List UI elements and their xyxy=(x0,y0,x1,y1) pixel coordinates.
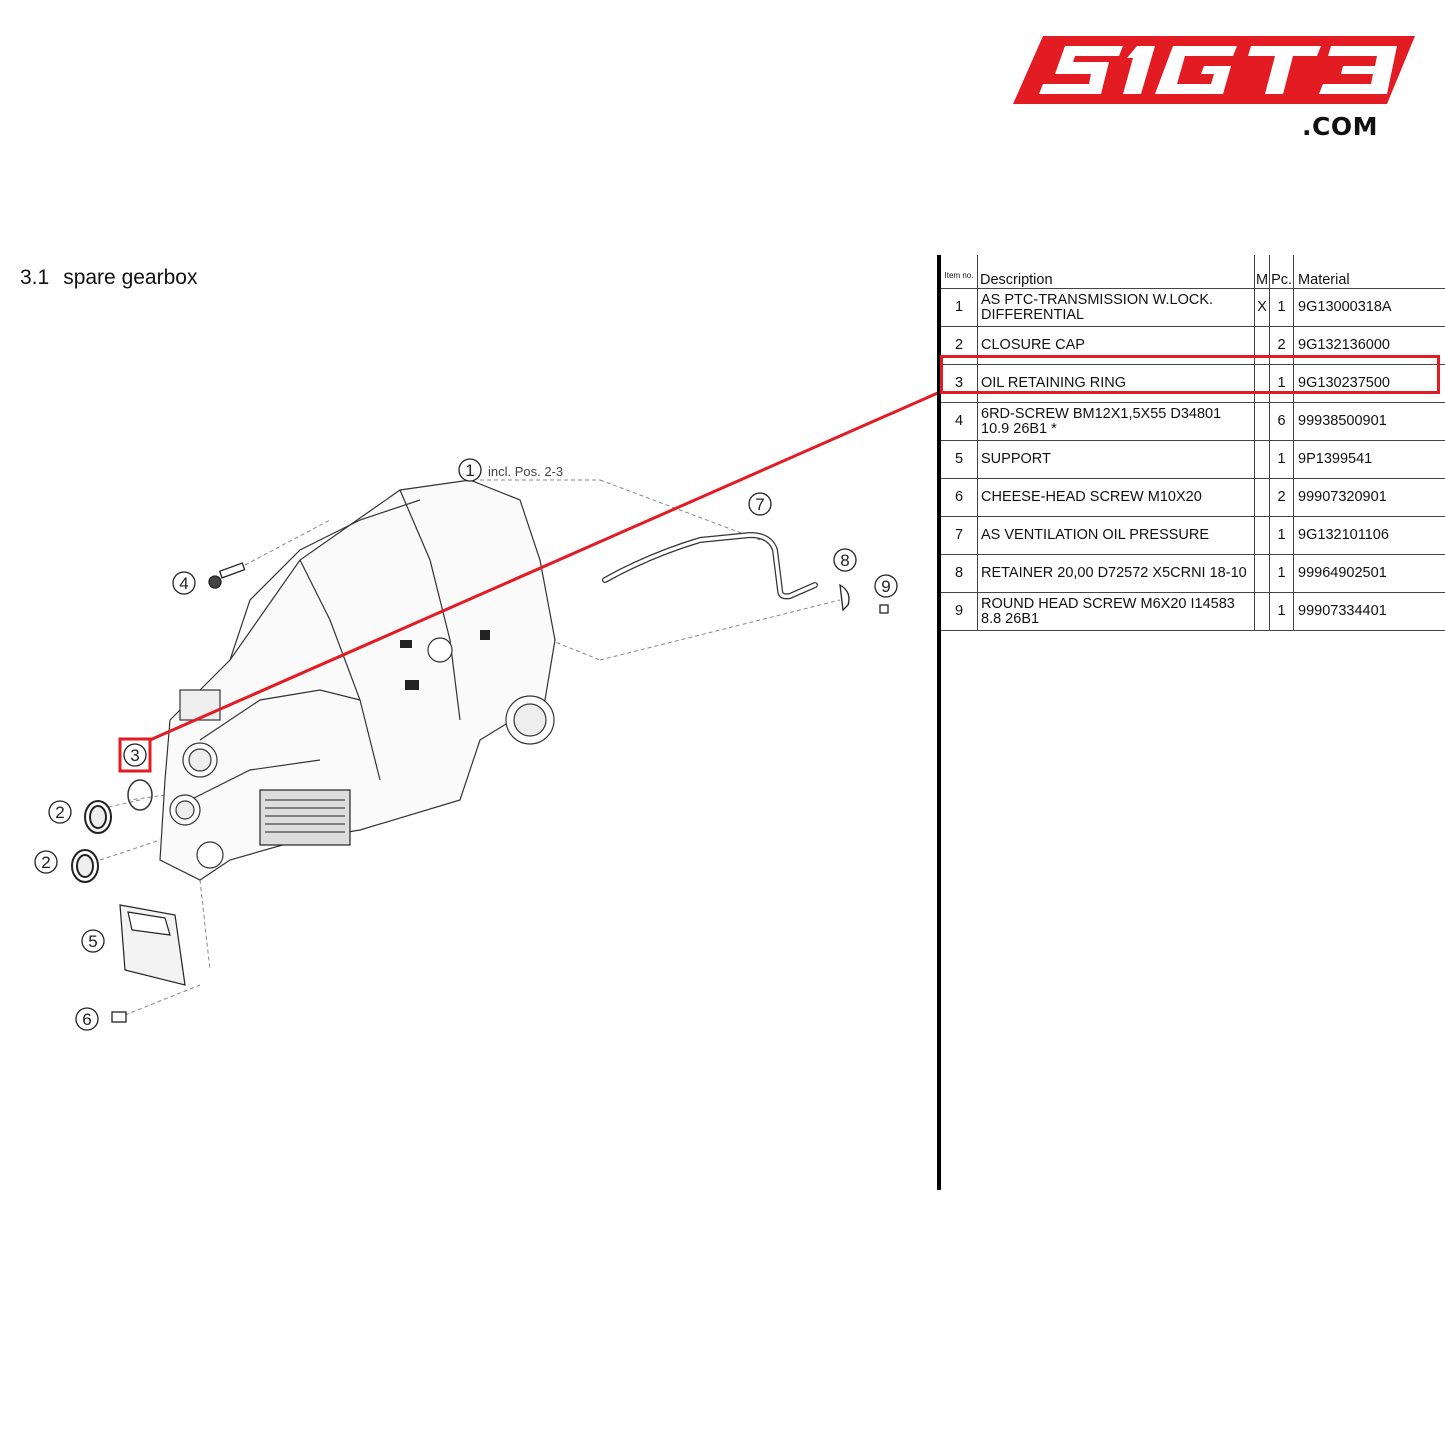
cell-description: RETAINER 20,00 D72572 X5CRNI 18-10 xyxy=(977,554,1255,593)
table-header-row: Item no. Description M Pc. Material xyxy=(941,255,1445,289)
header-m: M xyxy=(1253,255,1270,289)
callout-2-upper: 2 xyxy=(48,800,72,824)
cell-m: X xyxy=(1253,288,1270,327)
callout-1: 1 incl. Pos. 2-3 xyxy=(458,458,563,482)
table-row-highlighted[interactable]: 3 OIL RETAINING RING 1 9G130237500 xyxy=(941,364,1445,403)
part-screw-4 xyxy=(208,562,246,589)
table-row[interactable]: 6 CHEESE-HEAD SCREW M10X20 2 99907320901 xyxy=(941,478,1445,517)
cell-material: 99938500901 xyxy=(1293,402,1445,441)
cell-material: 99907334401 xyxy=(1293,592,1445,631)
table-row[interactable]: 1 AS PTC-TRANSMISSION W.LOCK. DIFFERENTI… xyxy=(941,288,1445,327)
cell-material: 9G130237500 xyxy=(1293,364,1445,403)
part-retainer-8 xyxy=(839,583,850,612)
cell-item: 3 xyxy=(941,364,978,403)
cell-material: 99907320901 xyxy=(1293,478,1445,517)
table-row[interactable]: 8 RETAINER 20,00 D72572 X5CRNI 18-10 1 9… xyxy=(941,554,1445,593)
gearbox-exploded-diagram: 1 incl. Pos. 2-3 2 2 3 4 5 6 7 xyxy=(34,390,940,1031)
cell-pc: 1 xyxy=(1269,288,1294,327)
cell-item: 4 xyxy=(941,402,978,441)
section-heading: 3.1 spare gearbox xyxy=(20,266,197,290)
callout-3: 3 xyxy=(123,743,147,767)
cell-pc: 2 xyxy=(1269,478,1294,517)
callout-5: 5 xyxy=(81,929,105,953)
svg-text:3: 3 xyxy=(130,746,139,765)
callout-6: 6 xyxy=(75,1007,99,1031)
cell-pc: 2 xyxy=(1269,326,1294,365)
callout-9: 9 xyxy=(874,574,898,598)
cell-m xyxy=(1253,402,1270,441)
part-screw-9 xyxy=(879,604,889,614)
cell-material: 99964902501 xyxy=(1293,554,1445,593)
callout-1-note: incl. Pos. 2-3 xyxy=(488,464,563,479)
cell-description: 6RD-SCREW BM12X1,5X55 D34801 10.9 26B1 * xyxy=(977,402,1255,441)
header-description: Description xyxy=(977,255,1255,289)
parts-table: Item no. Description M Pc. Material 1 AS… xyxy=(941,255,1445,631)
cell-pc: 1 xyxy=(1269,440,1294,479)
part-support-5 xyxy=(119,904,186,986)
cell-pc: 1 xyxy=(1269,554,1294,593)
cell-item: 7 xyxy=(941,516,978,555)
table-row[interactable]: 7 AS VENTILATION OIL PRESSURE 1 9G132101… xyxy=(941,516,1445,555)
cell-material: 9G13000318A xyxy=(1293,288,1445,327)
table-row[interactable]: 4 6RD-SCREW BM12X1,5X55 D34801 10.9 26B1… xyxy=(941,402,1445,441)
svg-text:4: 4 xyxy=(179,574,188,593)
cell-item: 5 xyxy=(941,440,978,479)
svg-text:2: 2 xyxy=(41,853,50,872)
callout-4: 4 xyxy=(172,571,196,595)
cell-material: 9G132136000 xyxy=(1293,326,1445,365)
cell-description: SUPPORT xyxy=(977,440,1255,479)
section-number: 3.1 xyxy=(20,266,50,289)
cell-item: 8 xyxy=(941,554,978,593)
callout-7: 7 xyxy=(748,492,772,516)
cell-pc: 1 xyxy=(1269,516,1294,555)
part-oil-retaining-ring-3 xyxy=(127,779,153,811)
callout-8: 8 xyxy=(833,548,857,572)
cell-material: 9G132101106 xyxy=(1293,516,1445,555)
section-title: spare gearbox xyxy=(63,266,198,289)
table-left-rule xyxy=(937,255,941,1190)
cell-material: 9P1399541 xyxy=(1293,440,1445,479)
table-row[interactable]: 9 ROUND HEAD SCREW M6X20 I14583 8.8 26B1… xyxy=(941,592,1445,631)
sigt3-logo xyxy=(1013,36,1415,104)
cell-description: ROUND HEAD SCREW M6X20 I14583 8.8 26B1 xyxy=(977,592,1255,631)
cell-item: 2 xyxy=(941,326,978,365)
svg-text:8: 8 xyxy=(840,551,849,570)
cell-pc: 1 xyxy=(1269,592,1294,631)
cell-m xyxy=(1253,554,1270,593)
svg-text:7: 7 xyxy=(755,495,764,514)
part-screw-6 xyxy=(111,1011,127,1023)
cell-description: OIL RETAINING RING xyxy=(977,364,1255,403)
cell-item: 1 xyxy=(941,288,978,327)
cell-m xyxy=(1253,440,1270,479)
cell-description: CLOSURE CAP xyxy=(977,326,1255,365)
callout-2-lower: 2 xyxy=(34,850,58,874)
header-item-no: Item no. xyxy=(941,255,978,289)
svg-text:1: 1 xyxy=(465,461,474,480)
cell-pc: 6 xyxy=(1269,402,1294,441)
cell-item: 6 xyxy=(941,478,978,517)
logo-domain-suffix: .COM xyxy=(1302,112,1378,141)
svg-text:9: 9 xyxy=(881,577,890,596)
cell-pc: 1 xyxy=(1269,364,1294,403)
cell-m xyxy=(1253,516,1270,555)
table-row[interactable]: 2 CLOSURE CAP 2 9G132136000 xyxy=(941,326,1445,365)
svg-text:6: 6 xyxy=(82,1010,91,1029)
table-row[interactable]: 5 SUPPORT 1 9P1399541 xyxy=(941,440,1445,479)
gearbox-housing xyxy=(159,479,556,881)
cell-description: AS PTC-TRANSMISSION W.LOCK. DIFFERENTIAL xyxy=(977,288,1255,327)
header-material: Material xyxy=(1293,255,1445,289)
cell-description: CHEESE-HEAD SCREW M10X20 xyxy=(977,478,1255,517)
cell-m xyxy=(1253,478,1270,517)
highlight-connector-line xyxy=(149,390,940,742)
cell-m xyxy=(1253,592,1270,631)
part-closure-caps-2 xyxy=(71,800,112,883)
header-pc: Pc. xyxy=(1269,255,1294,289)
cell-item: 9 xyxy=(941,592,978,631)
row-3-highlight-box xyxy=(940,355,1440,394)
svg-text:2: 2 xyxy=(55,803,64,822)
svg-text:5: 5 xyxy=(88,932,97,951)
cell-description: AS VENTILATION OIL PRESSURE xyxy=(977,516,1255,555)
callout-3-highlight-box xyxy=(118,737,152,773)
